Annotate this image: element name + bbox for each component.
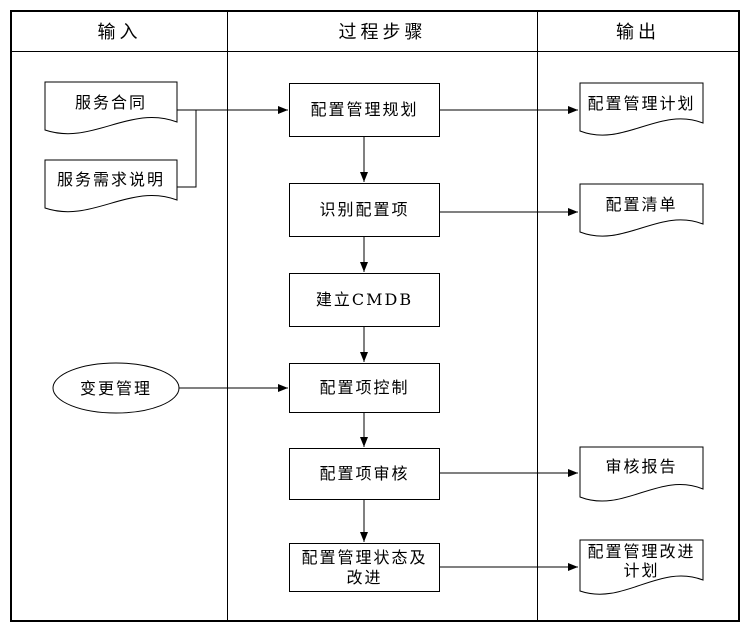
document-shape-improvement-plan [579,539,704,595]
document-shape-service-requirements [44,159,178,213]
header-separator-line [10,51,740,52]
column-header-input: 输入 [97,22,142,43]
connector-requirements-join [177,110,197,188]
output-doc-config-list: 配置清单 [605,195,678,214]
document-shape-config-list [579,183,704,237]
column-header-output: 输出 [616,22,660,43]
input-doc-service-contract: 服务合同 [74,93,147,112]
process-box-item-control: 配置项控制 [289,363,440,413]
document-shape-service-contract [44,81,178,135]
process-box-config-planning: 配置管理规划 [289,83,440,137]
column-divider-input-process [227,10,228,622]
output-doc-audit-report: 审核报告 [605,457,678,476]
process-box-identify-items: 识别配置项 [289,183,440,237]
process-box-status-improvement: 配置管理状态及改进 [289,543,440,592]
table-outer-border [10,10,740,622]
document-shape-config-mgmt-plan [579,82,704,136]
process-box-item-audit: 配置项审核 [289,448,440,500]
external-change-management: 变更管理 [79,379,152,398]
column-header-process: 过程步骤 [338,22,427,43]
process-box-build-cmdb: 建立CMDB [289,273,440,327]
output-doc-config-mgmt-plan: 配置管理计划 [587,94,696,113]
document-shape-audit-report [579,446,704,502]
input-doc-service-requirements: 服务需求说明 [56,170,165,189]
output-doc-improvement-plan: 配置管理改进计划 [587,542,696,580]
column-divider-process-output [537,10,538,622]
